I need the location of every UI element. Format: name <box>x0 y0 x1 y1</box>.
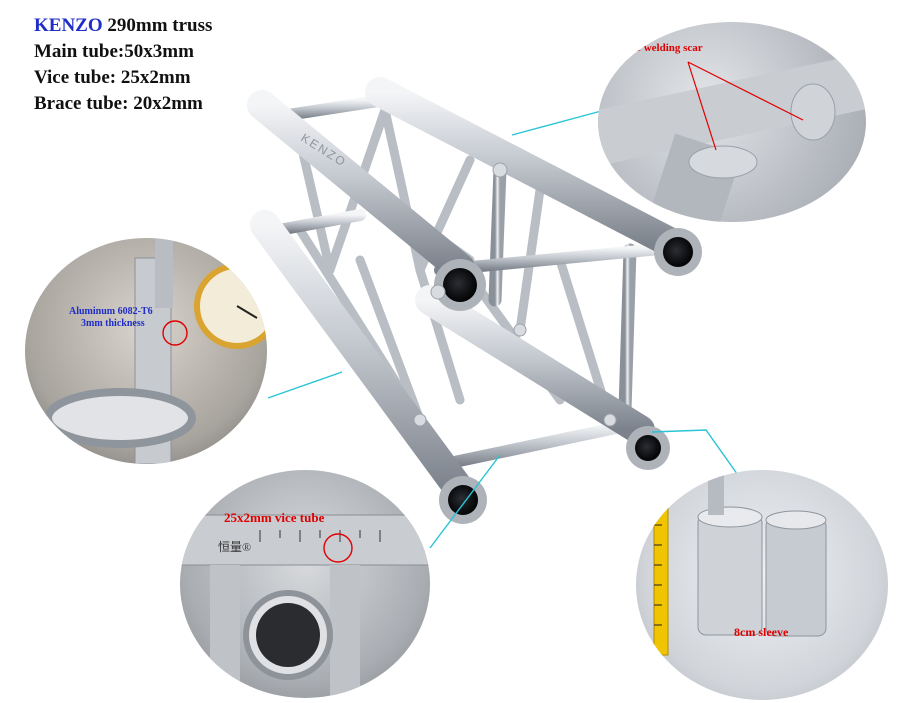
spec-title: KENZO 290mm truss <box>34 14 212 38</box>
vice-tube-callout: 25x2mm vice tube <box>224 510 325 525</box>
spec-brace-tube: Brace tube: 20x2mm <box>34 93 203 114</box>
sleeve-closeup-photo: 8cm sleeve <box>636 470 888 700</box>
vice-tube-closeup-photo: 恒量® 25x2mm vice tube <box>180 470 430 698</box>
welding-callout: nice welding scar <box>622 42 703 54</box>
spec-main-tube: Main tube:50x3mm <box>34 41 194 62</box>
caliper-drawing <box>44 238 267 464</box>
spec-title-rest: 290mm truss <box>102 15 213 36</box>
truss-structure <box>247 77 702 524</box>
spec-vice-tube: Vice tube: 25x2mm <box>34 67 191 88</box>
aluminum-grade-label: Aluminum 6082-T6 <box>69 306 153 317</box>
leader-lines <box>267 109 741 549</box>
thickness-label: 3mm thickness <box>81 318 145 329</box>
sleeve-callout: 8cm sleeve <box>734 625 789 639</box>
welding-closeup-photo: nice welding scar <box>598 22 866 222</box>
sleeve-drawing <box>653 475 827 656</box>
brand-name: KENZO <box>34 15 103 36</box>
welding-tube-drawing <box>598 48 866 222</box>
thickness-closeup-photo: Aluminum 6082-T6 3mm thickness <box>25 238 267 464</box>
caliper-brand-label: 恒量® <box>218 540 252 554</box>
vice-caliper-drawing <box>180 514 430 698</box>
